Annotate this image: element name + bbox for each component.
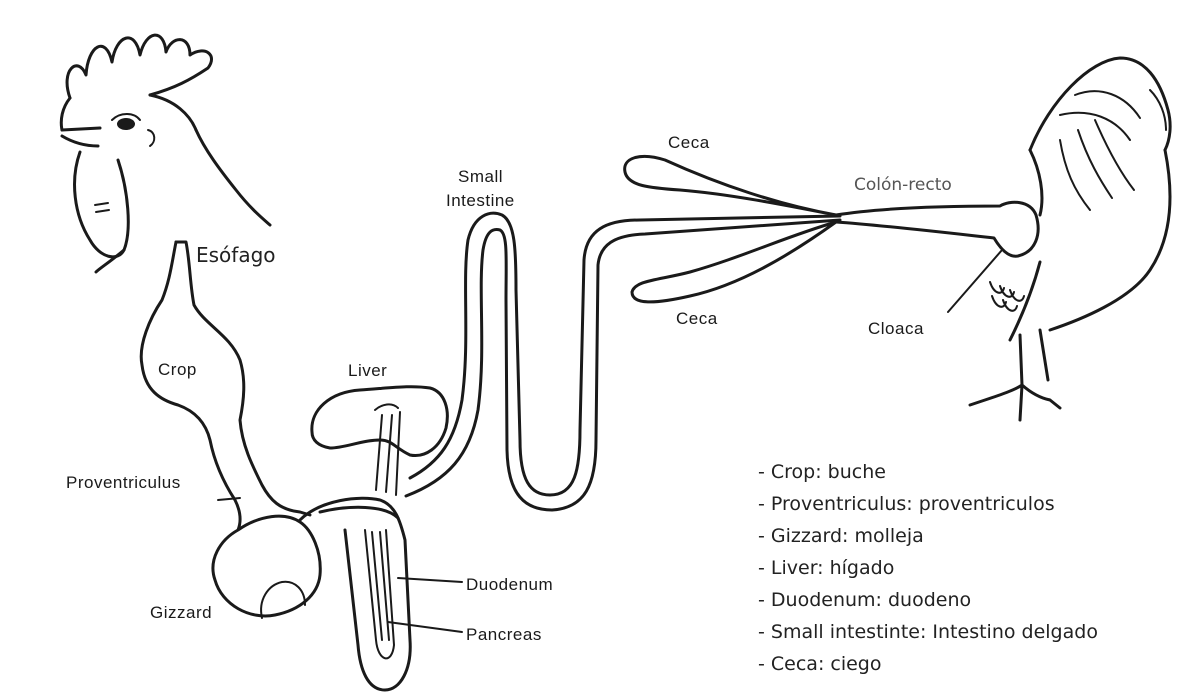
neck-line (196, 130, 270, 225)
legend-item: - Ceca: ciego (758, 653, 881, 675)
label-duodenum: Duodenum (466, 575, 553, 594)
legend-item: - Duodenum: duodeno (758, 589, 971, 611)
upper-digestive-tract (141, 242, 320, 618)
label-pancreas: Pancreas (466, 625, 542, 644)
label-liver: Liver (348, 361, 387, 380)
label-cloaca: Cloaca (868, 319, 924, 338)
ear-mark (148, 130, 154, 146)
legend-item: - Proventriculus: proventriculos (758, 493, 1055, 515)
comb (67, 35, 211, 98)
label-small-intestine-line1: Small (458, 167, 503, 186)
label-esofago: Esófago (196, 243, 276, 267)
label-small-intestine-line2: Intestine (446, 191, 515, 210)
legend-item: - Gizzard: molleja (758, 525, 924, 547)
legend-item: - Small intestinte: Intestino delgado (758, 621, 1098, 643)
legend-item: - Liver: hígado (758, 557, 894, 579)
beak (62, 128, 100, 146)
label-crop: Crop (158, 360, 197, 379)
label-proventriculus: Proventriculus (66, 473, 181, 492)
ceca-top-shape (625, 156, 836, 215)
pancreas-pointer (388, 622, 462, 632)
rooster-body-drawing (970, 58, 1170, 420)
label-ceca-top: Ceca (668, 133, 710, 152)
liver-drawing (312, 387, 447, 495)
wing-marks (990, 282, 1024, 311)
legend-item: - Crop: buche (758, 461, 886, 483)
label-gizzard: Gizzard (150, 603, 212, 622)
duodenum-loop (300, 498, 410, 690)
legend: - Crop: buche - Proventriculus: proventr… (758, 461, 1098, 675)
cloaca-pointer (948, 250, 1002, 312)
legs (970, 330, 1060, 420)
rooster-head-drawing (61, 35, 270, 272)
eye (117, 118, 135, 130)
label-ceca-bottom: Ceca (676, 309, 718, 328)
tail-feathers (1030, 58, 1170, 150)
label-colon-recto: Colón-recto (854, 175, 952, 195)
